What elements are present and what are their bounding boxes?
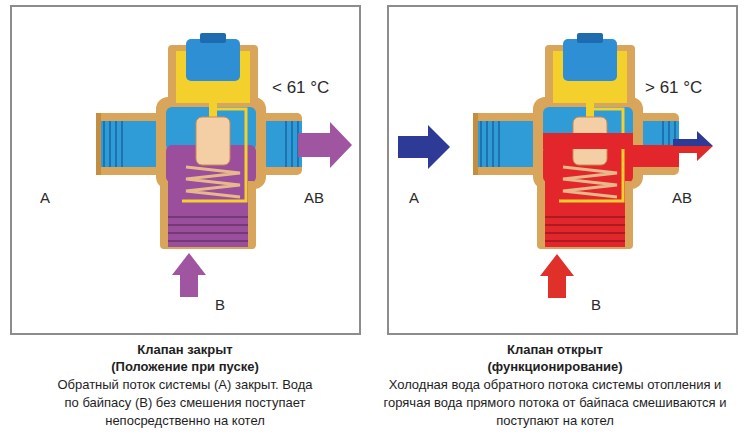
flow-arrow <box>540 254 574 298</box>
temperature-label: > 61 °C <box>645 79 702 98</box>
caption-heading: (функционирование) <box>385 358 725 376</box>
flow-arrow <box>298 122 352 168</box>
caption-text: Обратный поток системы (А) закрыт. Вода … <box>54 376 316 430</box>
caption-heading: (Положение при пуске) <box>25 358 345 376</box>
port-label: AB <box>304 190 324 207</box>
valve-panel: < 61 °C A AB B <box>10 5 361 335</box>
caption-heading: Клапан открыт <box>385 341 725 359</box>
valve-open <box>473 33 679 249</box>
port-label: B <box>215 297 225 314</box>
port-label: A <box>409 190 419 207</box>
temperature-label: < 61 °C <box>272 79 329 98</box>
valve-part <box>631 145 679 167</box>
port-label: B <box>591 297 601 314</box>
port-label: A <box>40 190 50 207</box>
flow-arrow <box>398 125 450 169</box>
valve-part <box>543 133 633 149</box>
valve-closed <box>96 33 302 249</box>
flow-arrow <box>673 131 713 146</box>
caption-text: Холодная вода обратного потока системы о… <box>383 376 728 430</box>
port-label: AB <box>672 190 692 207</box>
mixed-flow <box>543 133 679 167</box>
valve-panel: > 61 °C A AB B <box>387 5 738 335</box>
caption-heading: Клапан закрыт <box>25 341 345 359</box>
flow-arrow <box>172 253 206 297</box>
flow-arrow <box>673 146 713 161</box>
